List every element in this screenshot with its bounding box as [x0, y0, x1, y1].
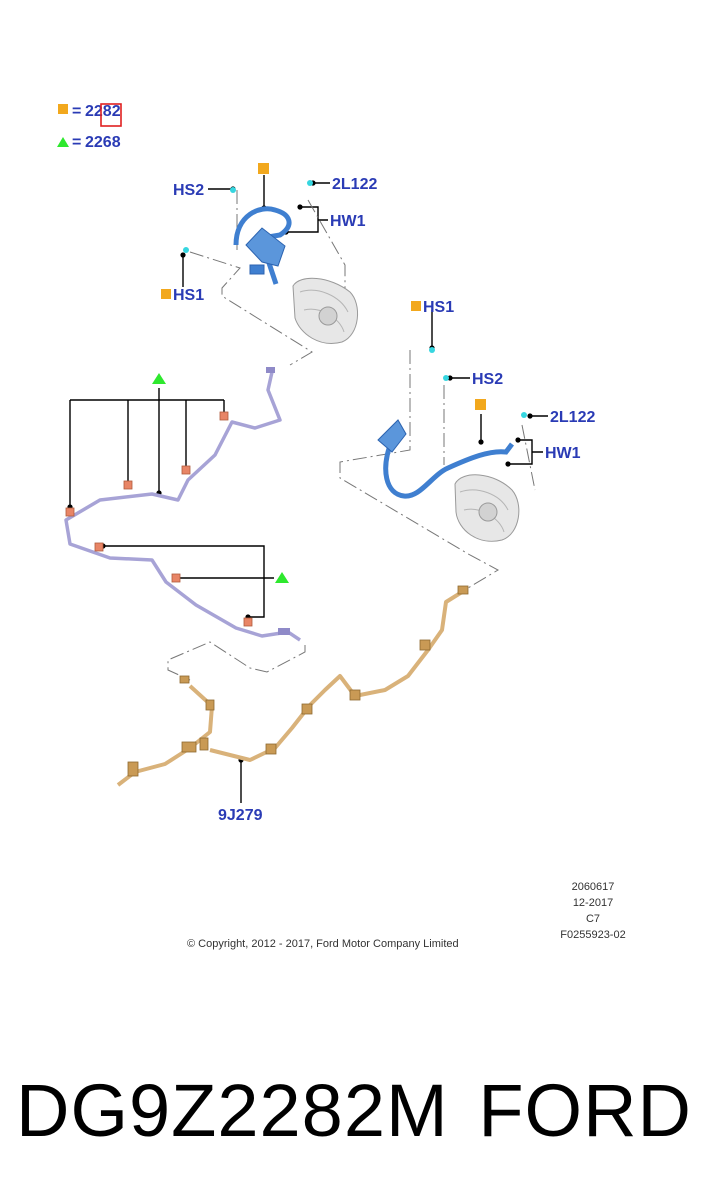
square-marker-icon [258, 163, 269, 174]
leader-dots [67, 180, 533, 763]
meta-code: C7 [586, 913, 600, 925]
part-number: DG9Z2282M [16, 1068, 449, 1152]
center-lines [167, 190, 536, 681]
copyright: © Copyright, 2012 - 2017, Ford Motor Com… [187, 938, 459, 950]
svg-text:=: = [72, 103, 81, 120]
brand-name: FORD [478, 1068, 692, 1152]
callout-hs1-right: HS1 [423, 299, 454, 316]
highlight-box [100, 103, 122, 127]
brake-lines-diagram: = 2282 = 2268 [57, 103, 626, 950]
hose-left [183, 180, 313, 285]
triangle-marker-icon [275, 572, 289, 583]
callout-hw1-right: HW1 [545, 445, 581, 462]
callout-hs2-top: HS2 [173, 182, 204, 199]
brake-line-lavender [64, 367, 301, 642]
caption-bar: DG9Z2282M FORD [0, 1055, 708, 1165]
callout-hw1-top: HW1 [330, 213, 366, 230]
legend-square-value: 2282 [85, 103, 121, 120]
square-marker-icon [58, 104, 68, 114]
legend-triangle-value: 2268 [85, 134, 121, 151]
square-marker-icon [475, 399, 486, 410]
caliper-left [292, 277, 359, 344]
meta-figure: F0255923-02 [560, 929, 625, 941]
callout-2l122-right: 2L122 [550, 409, 595, 426]
callout-9j279: 9J279 [218, 807, 263, 824]
triangle-marker-icon [57, 137, 69, 147]
square-marker-icon [161, 289, 171, 299]
caliper-right [454, 474, 520, 542]
meta-number: 2060617 [572, 881, 615, 893]
svg-text:=: = [72, 134, 81, 151]
brake-line-tan [116, 585, 469, 787]
triangle-marker-icon [152, 373, 166, 384]
meta-date: 12-2017 [573, 897, 613, 909]
legend: = 2282 = 2268 [57, 103, 122, 151]
callout-hs2-right: HS2 [472, 371, 503, 388]
square-marker-icon [411, 301, 421, 311]
hose-right [377, 347, 527, 499]
callout-2l122-top: 2L122 [332, 176, 377, 193]
leader-lines [69, 175, 548, 803]
callout-hs1-top: HS1 [173, 287, 204, 304]
